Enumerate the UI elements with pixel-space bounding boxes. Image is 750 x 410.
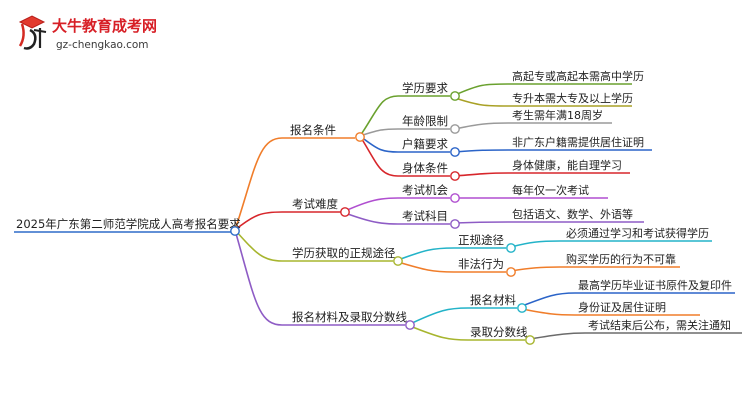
- leaf-label: 专升本需大专及以上学历: [512, 91, 633, 105]
- branch-label: 报名条件: [290, 123, 336, 137]
- branch-node-circle: [393, 256, 403, 266]
- edge-s3-l1: [454, 149, 652, 153]
- sub-label: 考试科目: [402, 209, 448, 223]
- edge-b4s1-l1: [521, 292, 735, 307]
- edge-root-b1: [234, 137, 283, 231]
- brand-name: 大牛教育成考网: [52, 17, 157, 35]
- edge-b4s2-l1: [529, 332, 742, 340]
- sub-label: 录取分数线: [470, 325, 528, 339]
- branch-label: 学历获取的正规途径: [292, 246, 396, 260]
- leaf-label: 考试结束后公布，需关注通知: [588, 318, 731, 332]
- root-node-circle: [230, 226, 240, 236]
- branch-label: 报名材料及录取分数线: [292, 310, 407, 324]
- edge-s2-l1: [454, 122, 612, 130]
- leaf-label: 考生需年满18周岁: [512, 108, 603, 122]
- edge-b2s2-l1: [454, 221, 644, 224]
- sub-node-circle: [450, 171, 460, 181]
- branch-label: 考试难度: [292, 197, 338, 211]
- sub-label: 户籍要求: [402, 137, 448, 151]
- branch-node-circle: [355, 132, 365, 142]
- leaf-label: 身体健康，能自理学习: [512, 158, 622, 172]
- sub-node-circle: [525, 335, 535, 345]
- edge-b4-s1: [409, 307, 469, 325]
- sub-node-circle: [450, 219, 460, 229]
- edge-b1-s4: [359, 135, 399, 177]
- edge-b3s2-l1: [510, 266, 680, 272]
- edge-s1-l1: [454, 83, 632, 96]
- edge-root-b4: [234, 229, 283, 326]
- sub-label: 非法行为: [458, 257, 504, 271]
- edge-b3s1-l1: [510, 240, 712, 248]
- edge-s1-l2: [454, 97, 632, 107]
- edge-root-b3: [234, 229, 283, 262]
- leaf-label: 购买学历的行为不可靠: [566, 252, 676, 266]
- brand-header: 大牛教育成考网 gz-chengkao.com: [18, 15, 157, 51]
- node-labels: 2025年广东第二师范学院成人高考报名要求 报名条件 考试难度 学历获取的正规途…: [16, 69, 732, 339]
- junction-nodes: [230, 91, 535, 345]
- sub-label: 年龄限制: [402, 114, 448, 128]
- sub-node-circle: [517, 303, 527, 313]
- edge-b4s1-l2: [521, 308, 700, 316]
- leaf-label: 高起专或高起本需高中学历: [512, 69, 644, 83]
- leaf-label: 非广东户籍需提供居住证明: [512, 135, 644, 149]
- branch-node-circle: [340, 207, 350, 217]
- brand-logo: [18, 15, 47, 50]
- edge-b4-s2: [409, 325, 469, 341]
- edge-b1-s2: [359, 128, 399, 137]
- edge-b3-s1: [397, 247, 455, 261]
- sub-label: 报名材料: [470, 293, 516, 307]
- sub-node-circle: [450, 147, 460, 157]
- edge-s4-l1: [454, 172, 630, 177]
- edge-root-b2: [234, 211, 283, 231]
- branch-node-circle: [405, 320, 415, 330]
- sub-node-circle: [506, 267, 516, 277]
- leaf-label: 必须通过学习和考试获得学历: [566, 226, 709, 240]
- leaf-label: 最高学历毕业证书原件及复印件: [578, 278, 732, 292]
- leaf-label: 每年仅一次考试: [512, 183, 589, 197]
- sub-label: 正规途径: [458, 233, 504, 247]
- brand-url[interactable]: gz-chengkao.com: [56, 39, 149, 51]
- sub-node-circle: [450, 193, 460, 203]
- sub-label: 学历要求: [402, 81, 448, 95]
- edge-b2-s1: [344, 197, 399, 212]
- leaf-label: 身份证及居住证明: [578, 300, 666, 314]
- edge-b2-s2: [344, 212, 399, 225]
- leaf-label: 包括语文、数学、外语等: [512, 207, 633, 221]
- sub-label: 考试机会: [402, 183, 448, 197]
- sub-node-circle: [506, 243, 516, 253]
- sub-label: 身体条件: [402, 161, 448, 175]
- root-label: 2025年广东第二师范学院成人高考报名要求: [16, 217, 241, 231]
- edge-b3-s2: [397, 261, 455, 273]
- edge-b1-s1: [359, 95, 399, 137]
- sub-node-circle: [450, 124, 460, 134]
- sub-node-circle: [450, 91, 460, 101]
